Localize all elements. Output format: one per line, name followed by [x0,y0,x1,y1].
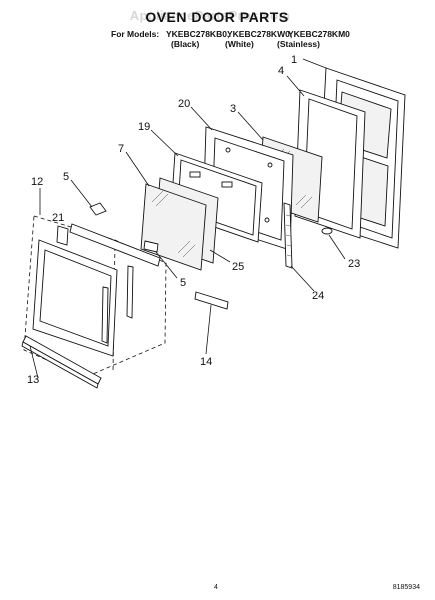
part-24-hinge [283,202,293,269]
part-13-bottom-trim [21,335,102,389]
callout-14: 14 [200,356,212,368]
callout-23: 23 [348,258,360,270]
callout-25: 25 [232,261,244,273]
part-number: 8185934 [393,584,420,591]
page-number: 4 [214,584,218,591]
watermark: AppliancePartsPros.com [130,8,291,23]
part-5-clip-upper [89,202,107,216]
callout-5-upper: 5 [63,171,69,183]
model-finish-black: (Black) [171,39,200,49]
callout-7: 7 [118,143,124,155]
callout-13: 13 [27,374,39,386]
page-title: OVEN DOOR PARTS [145,9,288,25]
part-21-top-trim [69,223,161,267]
model-code-black: YKEBC278KB0, [166,29,229,39]
model-finish-stainless: (Stainless) [277,39,320,49]
callout-24: 24 [312,290,324,302]
model-list: For Models: YKEBC278KB0, YKEBC278KW0, YK… [111,29,350,49]
callout-21: 21 [52,212,64,224]
models-label: For Models: [111,29,159,39]
model-code-stainless: YKEBC278KM0 [288,29,350,39]
callout-4: 4 [278,65,284,77]
callout-20: 20 [178,98,190,110]
callout-labels: 1 4 20 3 19 7 5 12 21 5 25 23 24 14 13 [27,54,360,386]
part-5-clip-lower [143,240,159,253]
callout-12: 12 [31,176,43,188]
model-code-white: YKEBC278KW0, [227,29,292,39]
part-14-vent-trim [194,291,229,310]
part-23-plug [321,227,333,235]
door-inner-panel [32,225,134,357]
model-finish-white: (White) [225,39,254,49]
callout-5-lower: 5 [180,277,186,289]
leader-lines [29,58,346,379]
callout-3: 3 [230,103,236,115]
callout-19: 19 [138,121,150,133]
callout-1: 1 [291,54,297,66]
